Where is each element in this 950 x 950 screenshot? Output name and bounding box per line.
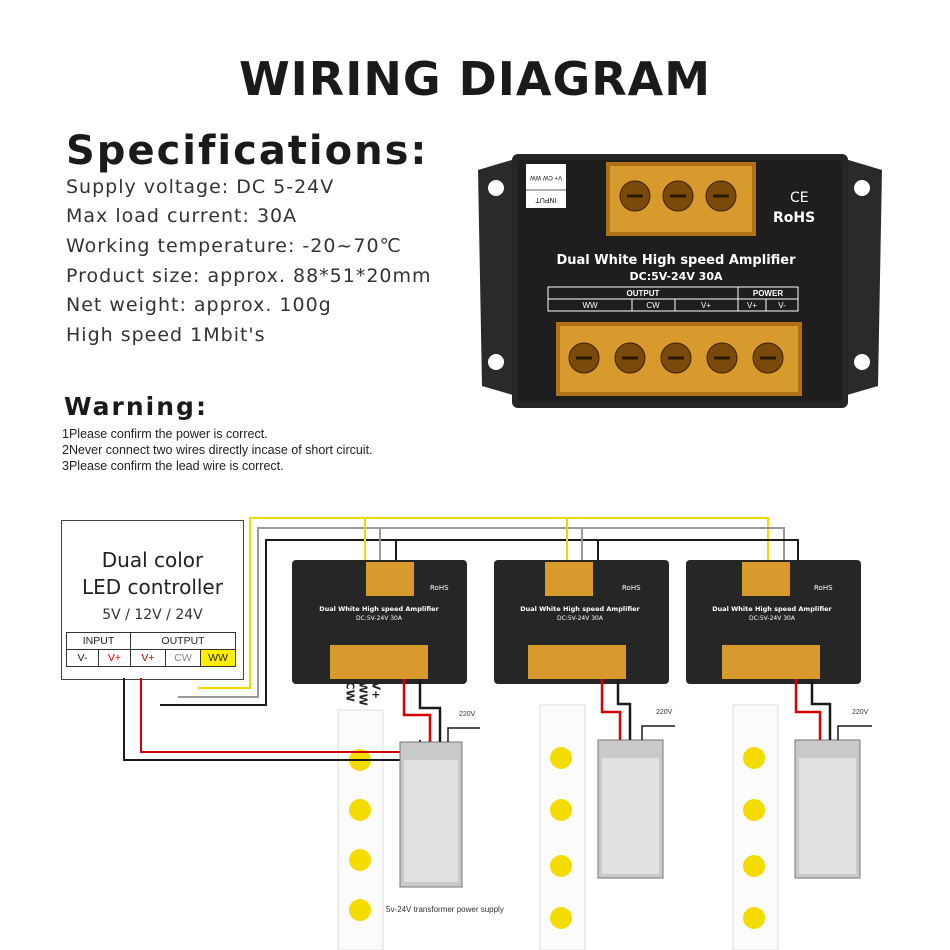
- input-label: INPUT: [535, 196, 557, 203]
- amplifier-unit-2: Dual White High speed Amplifier DC:5V-24…: [494, 560, 669, 684]
- product-rating: DC:5V-24V 30A: [629, 270, 722, 283]
- power-supply-3: [794, 739, 861, 879]
- power-group-label: POWER: [753, 289, 783, 298]
- page-title: WIRING DIAGRAM: [238, 52, 712, 106]
- spec-max-load: Max load current: 30A: [66, 205, 298, 227]
- ac-input-label-1: 220V: [459, 711, 476, 718]
- controller-output-header: OUTPUT: [130, 632, 236, 650]
- svg-text:DC:5V-24V 30A: DC:5V-24V 30A: [749, 615, 796, 622]
- led-controller: Dual color LED controller 5V / 12V / 24V…: [61, 520, 244, 680]
- output-vplus-label: V+: [701, 301, 711, 310]
- spec-product-size: Product size: approx. 88*51*20mm: [66, 265, 432, 287]
- led-strip-1: [337, 709, 384, 950]
- controller-title-line-2: LED controller: [82, 575, 223, 599]
- controller-voltage: 5V / 12V / 24V: [102, 607, 203, 623]
- output-cw-label: CW: [646, 301, 660, 310]
- spec-speed: High speed 1Mbit's: [66, 324, 266, 346]
- led-strip-2: [539, 704, 586, 950]
- output-group-label: OUTPUT: [627, 289, 660, 298]
- svg-text:RoHS: RoHS: [814, 584, 833, 592]
- amplifier-unit-3: Dual White High speed Amplifier DC:5V-24…: [686, 560, 861, 684]
- warning-line-3: 3Please confirm the lead wire is correct…: [62, 459, 284, 473]
- ac-input-label-3: 220V: [852, 709, 869, 716]
- power-supply-2: [597, 739, 664, 879]
- svg-text:RoHS: RoHS: [430, 584, 449, 592]
- ac-input-label-2: 220V: [656, 709, 673, 716]
- controller-term-cw: CW: [165, 649, 201, 667]
- amplifier-unit-1: Dual White High speed Amplifier DC:5V-24…: [292, 560, 467, 684]
- spec-supply-voltage: Supply voltage: DC 5-24V: [66, 176, 335, 198]
- specifications-heading: Specifications:: [66, 128, 429, 174]
- warning-heading: Warning:: [64, 392, 208, 421]
- input-terminals-label: V+ CW WW: [530, 174, 562, 180]
- spec-net-weight: Net weight: approx. 100g: [66, 294, 332, 316]
- svg-text:DC:5V-24V 30A: DC:5V-24V 30A: [557, 615, 604, 622]
- power-vminus-label: V-: [778, 301, 786, 310]
- svg-text:Dual White High speed Amplifie: Dual White High speed Amplifier: [319, 605, 439, 613]
- svg-text:RoHS: RoHS: [622, 584, 641, 592]
- power-supply-caption: 5v-24V transformer power supply: [386, 905, 504, 914]
- led-strip-3: [732, 704, 779, 950]
- svg-text:Dual White High speed Amplifie: Dual White High speed Amplifier: [520, 605, 640, 613]
- product-name: Dual White High speed Amplifier: [556, 253, 796, 268]
- rohs-mark: RoHS: [773, 210, 815, 226]
- svg-text:DC:5V-24V 30A: DC:5V-24V 30A: [356, 615, 403, 622]
- amplifier-product-image: INPUT V+ CW WW CE RoHS Dual White High s…: [478, 154, 882, 408]
- spec-working-temp: Working temperature: -20~70℃: [66, 235, 402, 257]
- ce-mark: CE: [790, 190, 809, 206]
- wiring-diagram: Dual White High speed Amplifier DC:5V-24…: [123, 517, 872, 950]
- controller-title: Dual color LED controller: [62, 547, 243, 601]
- power-vplus-label: V+: [747, 301, 757, 310]
- output-ww-label: WW: [582, 301, 598, 310]
- controller-title-line-1: Dual color: [101, 548, 204, 572]
- warning-line-2: 2Never connect two wires directly incase…: [62, 443, 373, 457]
- controller-terminal-table: INPUT OUTPUT V- V+ V+ CW WW: [66, 632, 236, 667]
- strip-label-cw: CW: [343, 681, 357, 702]
- strip-wire-labels: V+ WW CW: [344, 682, 383, 722]
- strip-label-ww: WW: [356, 681, 370, 706]
- controller-term-ww: WW: [200, 649, 236, 667]
- warning-line-1: 1Please confirm the power is correct.: [62, 427, 268, 441]
- strip-label-vplus: V+: [369, 681, 383, 700]
- power-supply-1: [399, 741, 463, 888]
- svg-text:Dual White High speed Amplifie: Dual White High speed Amplifier: [712, 605, 832, 613]
